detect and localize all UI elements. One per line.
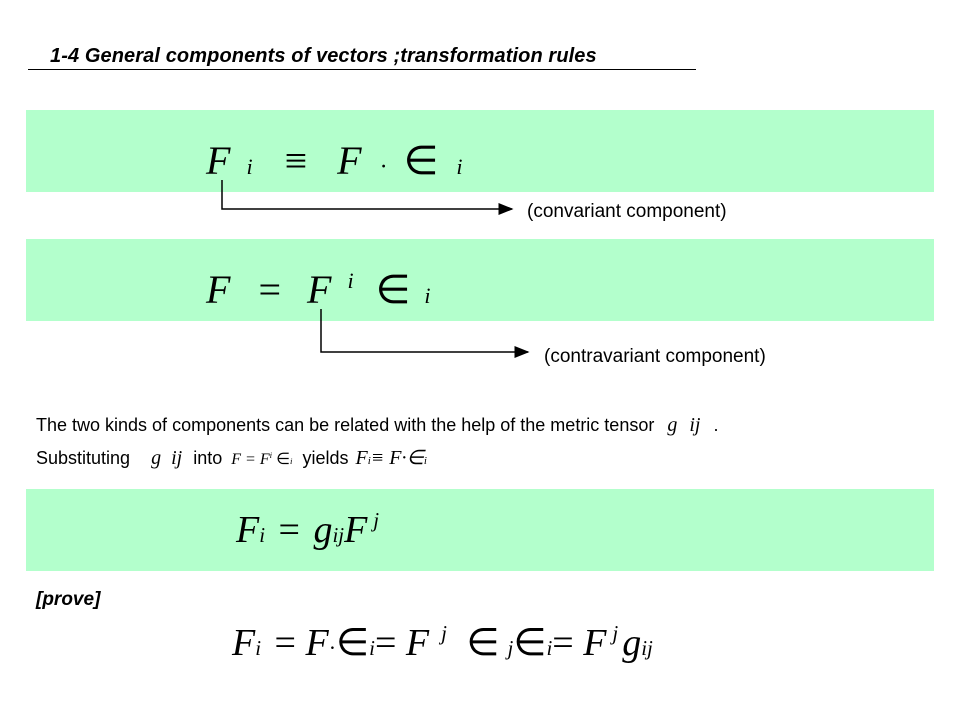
metric-g-inline: g [151,447,162,469]
eq4-sub-i3: i [546,636,553,660]
paragraph-text-1: The two kinds of components can be relat… [36,415,655,435]
eq1-F: F [206,138,231,183]
eq2-F2: F [307,267,332,312]
eq4-eq2: = [374,622,397,664]
eq2-eq: = [258,267,281,312]
eq3-sub-ij: ij [332,523,345,547]
metric-ij-inline: ij [171,447,183,469]
eq4-dot: · [328,635,337,660]
eq2-elem: ∈ [375,267,411,312]
eq3-sub-i: i [259,523,266,547]
paragraph-into: into [193,448,223,468]
inline-eq-a-sub: i [290,456,293,466]
eq4-eq3: = [552,622,574,664]
eq4-F: F [232,622,256,664]
eq4-F2: F [305,622,329,664]
equation-band-relation [26,489,934,571]
inline-eq-a-text: F = F [231,451,270,468]
metric-ij: ij [689,414,701,436]
eq1-equiv: ≡ [284,138,308,183]
covariant-label: (convariant component) [527,201,727,222]
slide-title: 1-4 General components of vectors ;trans… [28,45,696,70]
paragraph-yields: yields [302,448,349,468]
eq2-F: F [206,267,231,312]
eq4-eq1: = [274,622,296,664]
paragraph-line-1: The two kinds of components can be relat… [36,414,719,437]
paragraph-substituting: Substituting [36,448,131,468]
eq4-sub-j: j [507,636,514,660]
inline-eq-b: Fi≡ F·∈i [356,447,427,469]
equation-band-contravariant [26,239,934,321]
eq4-g: g [622,622,642,664]
eq4-F4: F [583,622,607,664]
eq4-sup-j: j [441,621,447,646]
eq3-g: g [313,509,333,551]
eq1-elem: ∈ [403,138,439,183]
eq4-sub-i2: i [369,636,375,660]
metric-g: g [667,414,678,436]
eq3-eq: = [278,509,300,551]
eq1-sub-i2: i [456,154,463,179]
eq4-elem: ∈ [336,622,370,664]
contravariant-label: (contravariant component) [544,346,766,367]
inline-eq-b-F: F [355,447,368,469]
arrow-contravariant [320,309,530,358]
eq1-sub-i: i [246,154,253,179]
inline-eq-b-sub: i [367,455,371,467]
eq3-sup-j: j [373,508,380,533]
eq4-elem2: ∈ [466,622,500,664]
inline-eq-b-sub2: i [423,455,427,467]
eq4-elem3: ∈ [513,622,547,664]
eq3-F2: F [344,509,368,551]
eq4-sup-j2: j [612,621,619,646]
inline-eq-b-rest: ≡ F·∈ [370,447,424,469]
prove-label: [prove] [36,589,101,610]
eq4-sub-ij: ij [641,636,653,660]
eq2-sup-i: i [347,267,354,293]
paragraph-period: . [713,415,719,435]
eq3-F: F [236,509,260,551]
arrow-covariant [221,180,514,215]
inline-eq-a-sup: i [269,449,273,460]
eq4-F3: F [405,622,430,664]
eq4-sub-i: i [255,636,262,660]
eq1-F2: F [337,138,362,183]
equation-band-covariant [26,110,934,192]
eq1-dot: · [379,154,388,180]
inline-eq-a-elem: ∈ [276,451,290,468]
eq2-sub-i: i [424,283,431,308]
inline-eq-a: F = Fi ∈i [231,449,296,468]
